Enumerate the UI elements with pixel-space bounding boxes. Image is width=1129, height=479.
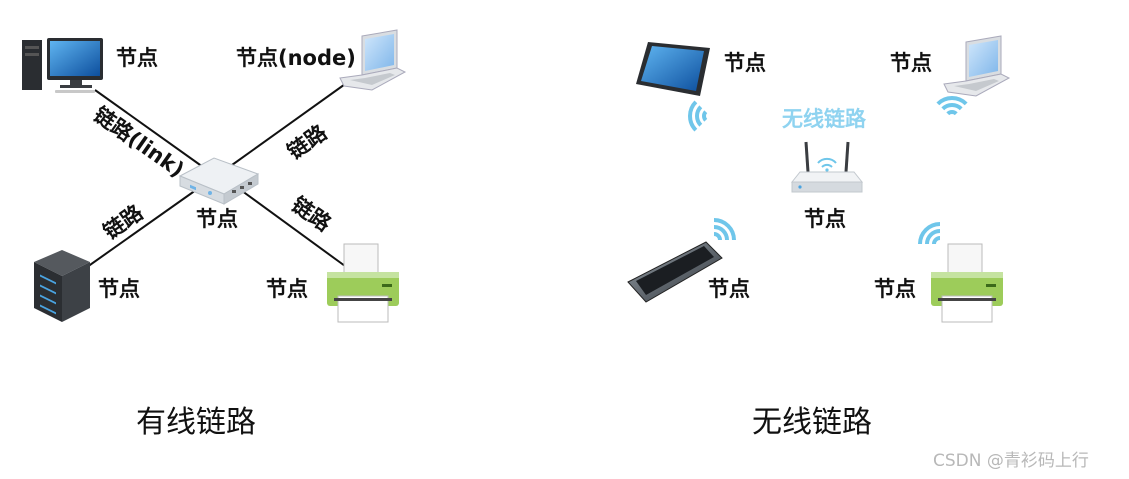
wifi-signal-icon xyxy=(918,222,941,245)
tablet-icon xyxy=(636,42,710,96)
wifi-signal-icon xyxy=(936,96,968,116)
wire-link-desktop xyxy=(94,89,211,173)
printer-icon xyxy=(327,243,399,323)
wifi-signal-icon xyxy=(688,100,708,132)
node-label-printer: 节点 xyxy=(266,277,308,301)
router-icon xyxy=(790,141,864,193)
node-label-server: 节点 xyxy=(98,277,140,301)
smartphone-icon xyxy=(627,241,723,303)
printer-icon xyxy=(931,243,1003,323)
node-label-desktop: 节点 xyxy=(116,46,158,70)
node-label-switch: 节点 xyxy=(196,207,238,231)
server-icon xyxy=(34,250,90,322)
desktop-computer-icon xyxy=(22,38,103,93)
wire-link-laptop xyxy=(231,81,349,166)
node-label-laptop-wireless: 节点 xyxy=(890,51,932,75)
wire-link-server xyxy=(79,189,197,273)
node-label-router: 节点 xyxy=(804,207,846,231)
link-label-desktop: 链路(link) xyxy=(89,102,188,182)
node-label-laptop: 节点(node) xyxy=(236,46,356,70)
node-label-phone: 节点 xyxy=(708,277,750,301)
wireless-network: 无线链路 节点 节点 节点 节点 节点 无线链路 xyxy=(627,35,1011,440)
laptop-icon xyxy=(943,35,1011,97)
wire-link-printer xyxy=(237,187,346,267)
wired-network: 节点 节点(node) 节点 节点 节点 链路(link) 链路 链路 链路 有… xyxy=(22,29,407,440)
wireless-caption: 无线链路 xyxy=(752,405,872,440)
node-label-tablet: 节点 xyxy=(724,51,766,75)
switch-icon xyxy=(178,157,260,205)
link-label-server: 链路 xyxy=(99,200,148,244)
node-label-printer-wireless: 节点 xyxy=(874,277,916,301)
wireless-link-label: 无线链路 xyxy=(782,107,867,131)
link-label-laptop: 链路 xyxy=(283,120,332,164)
watermark: CSDN @青衫码上行 xyxy=(933,451,1089,471)
wired-caption: 有线链路 xyxy=(136,405,256,440)
wifi-signal-icon xyxy=(713,218,736,241)
laptop-icon xyxy=(339,29,407,91)
